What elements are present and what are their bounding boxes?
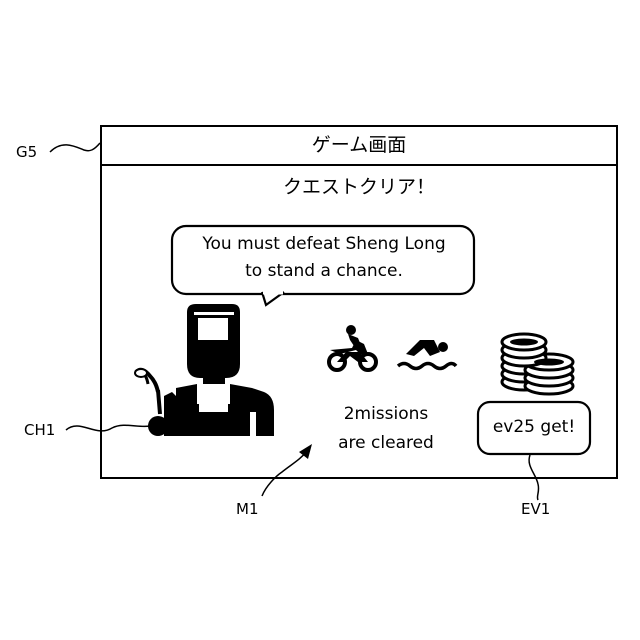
speech-line-1: You must defeat Sheng Long [178, 231, 470, 258]
screen-title: ゲーム画面 [102, 127, 616, 166]
ref-label-ch1: CH1 [24, 421, 55, 439]
missions-line-2: are cleared [310, 429, 462, 458]
speech-line-2: to stand a chance. [178, 258, 470, 285]
leader-line-g5 [50, 143, 100, 152]
reward-label: ev25 get! [480, 416, 588, 438]
ref-label-m1: M1 [236, 500, 259, 518]
missions-line-1: 2missions [310, 400, 462, 429]
speech-text: You must defeat Sheng Long to stand a ch… [178, 231, 470, 285]
ref-label-g5: G5 [16, 143, 37, 161]
missions-message: 2missions are cleared [310, 400, 462, 458]
ref-label-ev1: EV1 [521, 500, 550, 518]
quest-clear-heading: クエストクリア！ [102, 175, 616, 199]
